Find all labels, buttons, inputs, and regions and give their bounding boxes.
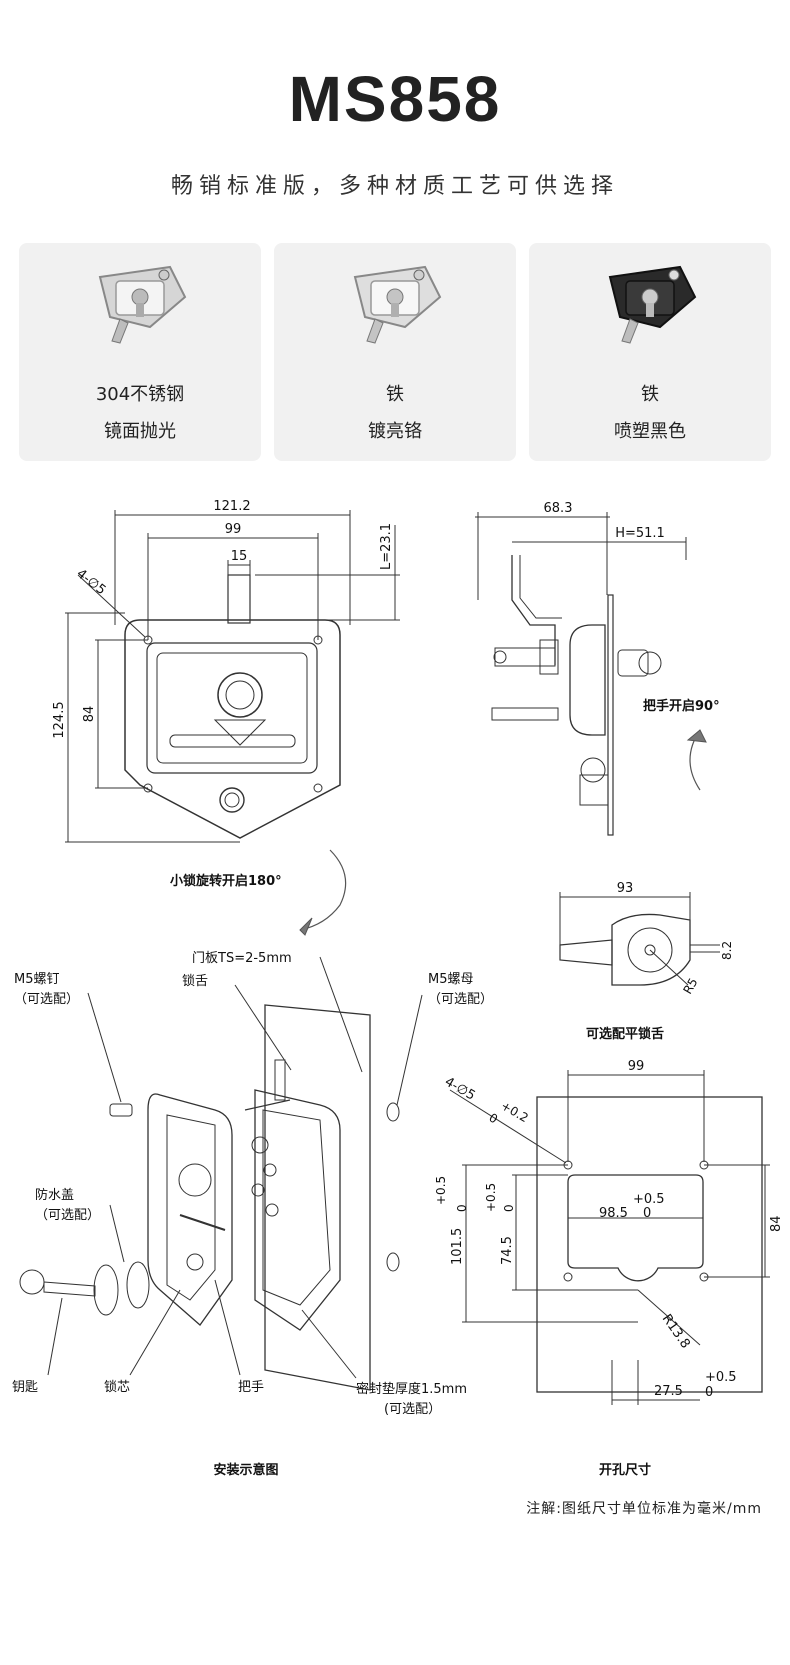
label-handle: 把手: [238, 1380, 264, 1395]
label-gasket: 密封垫厚度1.5mm: [356, 1381, 467, 1397]
dim-cutout-inner-height: 74.5: [500, 1236, 515, 1265]
dim-cutout-height-tol-lower: 0: [455, 1204, 469, 1212]
dim-cutout-inner-tol-upper: +0.5: [484, 1183, 498, 1212]
lock-photo-black: [608, 265, 697, 344]
variant-finish: 喷塑黑色: [614, 421, 686, 442]
dim-cutout-holes-tol-lower: 0: [487, 1110, 501, 1126]
dim-cutout-holes-tol-upper: +0.2: [499, 1098, 531, 1125]
variant-material: 铁: [641, 384, 659, 405]
lock-photo-stainless: [98, 265, 187, 344]
label-cap-optional: （可选配）: [35, 1208, 100, 1223]
front-view-caption: 小锁旋转开启180°: [170, 873, 282, 889]
dim-front-tongue-width: 15: [231, 549, 248, 564]
dim-tongue-length: 93: [617, 881, 634, 896]
dim-front-holes: 4-∅5: [74, 566, 109, 598]
dim-cutout-height-tol-upper: +0.5: [434, 1176, 448, 1205]
dim-cutout-radius: R13.8: [659, 1312, 693, 1352]
product-tagline: 畅销标准版，多种材质工艺可供选择: [170, 174, 619, 199]
dim-front-hole-spacing: 99: [225, 522, 242, 537]
cutout-caption: 开孔尺寸: [599, 1462, 651, 1478]
dim-cutout-inner-width-tol: 0: [643, 1206, 651, 1221]
rotate-arrow-icon: [299, 849, 347, 931]
label-waterproof-cap: 防水盖: [35, 1187, 74, 1203]
variant-material: 304不锈钢: [95, 384, 185, 405]
front-view-drawing: [65, 510, 400, 843]
variant-card-black[interactable]: 铁 喷塑黑色: [529, 243, 771, 461]
variant-finish: 镀亮铬: [368, 421, 422, 442]
dim-cutout-bottom-tol-lower: 0: [705, 1385, 713, 1400]
install-exploded-drawing: [19, 956, 423, 1391]
label-nut: M5螺母: [428, 972, 474, 987]
technical-drawings: 121.2 99 15 L=23.1 4-∅5 124.5 84 小锁旋转开启1…: [12, 499, 784, 1478]
dim-tongue-radius: R5: [680, 976, 700, 997]
label-door-panel: 门板TS=2-5mm: [192, 951, 292, 966]
label-gasket-optional: (可选配）: [384, 1402, 441, 1417]
unit-note: 注解:图纸尺寸单位标准为毫米/mm: [526, 1501, 762, 1517]
dim-cutout-bottom: 27.5: [654, 1384, 683, 1399]
label-nut-optional: （可选配）: [428, 992, 493, 1007]
variant-cards: 304不锈钢 镜面抛光 铁 镀亮铬 铁 喷塑黑色: [19, 243, 771, 461]
variant-material: 铁: [386, 384, 404, 405]
dim-tongue-offset: 8.2: [720, 941, 734, 960]
flat-tongue-caption: 可选配平锁舌: [586, 1026, 664, 1042]
variant-card-stainless[interactable]: 304不锈钢 镜面抛光: [19, 243, 261, 461]
dim-front-height: 124.5: [52, 701, 67, 738]
dim-cutout-hole-spacing: 99: [628, 1059, 645, 1074]
label-screw: M5螺钉: [14, 972, 60, 987]
label-screw-optional: （可选配）: [14, 992, 79, 1007]
dim-side-depth: 68.3: [544, 501, 573, 516]
dim-cutout-inner-tol: +0.5: [633, 1192, 665, 1207]
cutout-drawing: [449, 1070, 770, 1405]
install-caption: 安装示意图: [213, 1462, 278, 1478]
dim-cutout-right-height: 84: [769, 1215, 784, 1232]
label-lock-core: 锁芯: [104, 1379, 130, 1395]
dim-side-height: H=51.1: [615, 526, 665, 541]
label-tongue: 锁舌: [182, 973, 208, 989]
dim-front-width: 121.2: [213, 499, 250, 514]
dim-front-hole-height: 84: [82, 706, 97, 723]
dim-cutout-inner-width: 98.5: [599, 1206, 628, 1221]
variant-card-chrome[interactable]: 铁 镀亮铬: [274, 243, 516, 461]
product-model-title: MS858: [288, 63, 502, 135]
lock-photo-chrome: [353, 265, 442, 344]
label-key: 钥匙: [12, 1380, 38, 1395]
dim-cutout-bottom-tol-upper: +0.5: [705, 1370, 737, 1385]
dim-front-tongue-length: L=23.1: [379, 523, 394, 570]
side-view-caption: 把手开启90°: [643, 698, 720, 714]
dim-cutout-height: 101.5: [450, 1228, 465, 1265]
variant-finish: 镜面抛光: [104, 421, 176, 442]
flat-tongue-drawing: [559, 892, 720, 986]
dim-cutout-holes: 4-∅5: [442, 1074, 478, 1103]
dim-cutout-inner-tol-lower: 0: [502, 1204, 516, 1212]
side-view-drawing: [475, 512, 687, 836]
